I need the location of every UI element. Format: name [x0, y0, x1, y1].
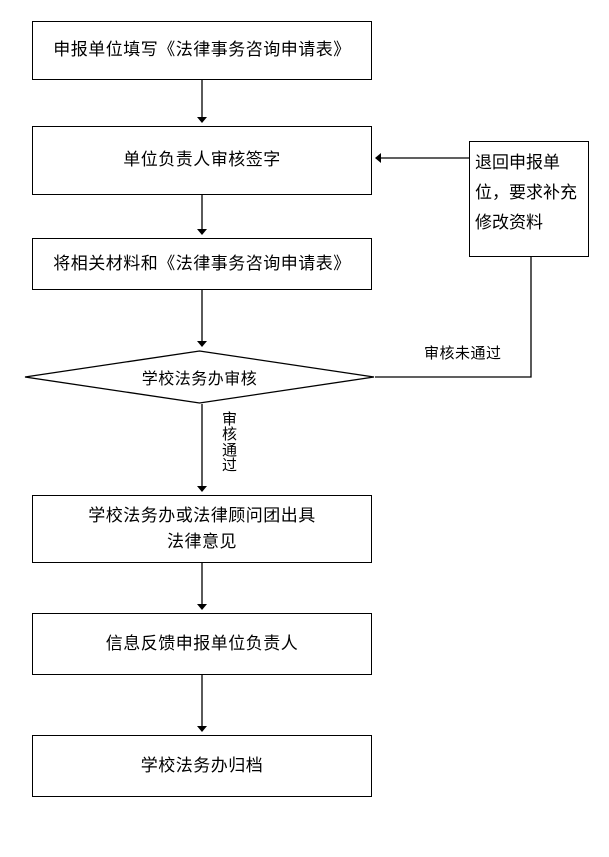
node-submit-materials[interactable]: 将相关材料和《法律事务咨询申请表》 — [32, 238, 372, 290]
node-apply-form-label: 申报单位填写《法律事务咨询申请表》 — [53, 40, 351, 60]
node-legal-office-archive[interactable]: 学校法务办归档 — [32, 735, 372, 797]
node-apply-form[interactable]: 申报单位填写《法律事务咨询申请表》 — [32, 21, 372, 80]
node-submit-materials-label: 将相关材料和《法律事务咨询申请表》 — [53, 253, 351, 273]
diamond-shape — [24, 350, 375, 404]
node-issue-legal-opinion-label: 学校法务办或法律顾问团出具 法律意见 — [88, 505, 316, 551]
node-unit-leader-sign-label: 单位负责人审核签字 — [123, 150, 281, 170]
node-feedback-to-unit-leader[interactable]: 信息反馈申报单位负责人 — [32, 613, 372, 675]
node-return-to-applicant[interactable]: 退回申报单位，要求补充修改资料 — [469, 141, 589, 257]
edge-label-review-rejected: 审核未通过 — [424, 345, 502, 362]
edge-label-review-passed: 审核通过 — [222, 411, 238, 474]
node-legal-office-review-label: 学校法务办审核 — [141, 371, 258, 388]
node-return-to-applicant-label: 退回申报单位，要求补充修改资料 — [475, 153, 577, 232]
node-legal-office-review[interactable]: 学校法务办审核 — [24, 350, 375, 404]
node-feedback-to-unit-leader-label: 信息反馈申报单位负责人 — [105, 633, 299, 653]
node-unit-leader-sign[interactable]: 单位负责人审核签字 — [32, 126, 372, 195]
node-legal-office-archive-label: 学校法务办归档 — [140, 755, 264, 775]
node-issue-legal-opinion[interactable]: 学校法务办或法律顾问团出具 法律意见 — [32, 495, 372, 563]
